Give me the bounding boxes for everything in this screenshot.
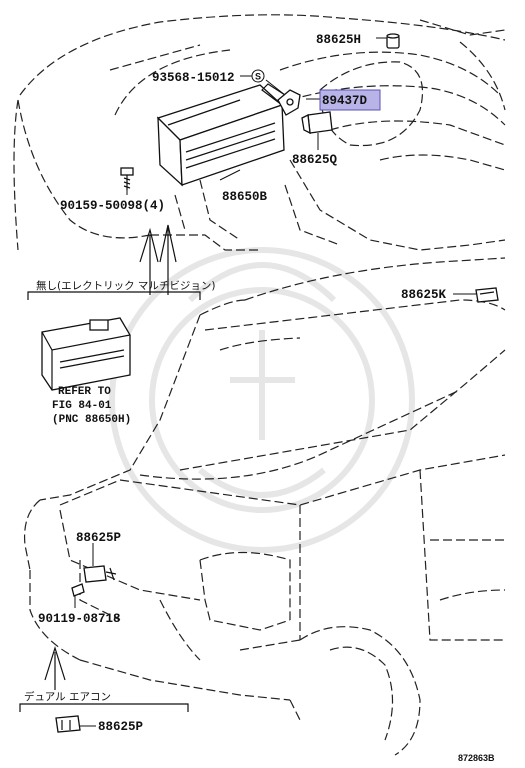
part-88625h[interactable] [386,33,400,49]
highlight-box-89437d [319,89,381,111]
watermark-logo [109,247,415,553]
label-88650b[interactable]: 88650B [222,190,268,204]
reference-ecu-88650h [41,317,131,391]
part-88625p-bottom[interactable] [55,715,81,733]
note-bracket-dual-aircon [19,703,189,712]
screw-symbol-letter: S [255,72,261,82]
dashboard-outline [13,14,506,251]
bolt-90159[interactable] [120,167,134,190]
note-bracket-emv [27,291,201,300]
note-refer-line2[interactable]: FIG 84-01 [52,400,112,412]
label-93568-15012[interactable]: 93568-15012 [152,71,235,85]
label-88625h[interactable]: 88625H [316,33,361,47]
label-88625p-top[interactable]: 88625P [76,531,121,545]
label-90159-50098[interactable]: 90159-50098(4) [60,199,165,213]
part-88625q[interactable] [301,111,333,135]
label-88625p-bottom[interactable]: 88625P [98,720,143,734]
label-90119-08718[interactable]: 90119-08718 [38,612,121,626]
label-89437d[interactable]: 89437D [322,94,368,108]
screw-symbol: S [251,69,265,83]
arrow-indicators [44,224,177,690]
ecu-88650b[interactable] [156,83,286,187]
note-without-emv: 無し(エレクトリック マルチビジョン) [36,279,216,292]
part-88625k[interactable] [475,287,499,303]
note-dual-aircon: デュアル エアコン [24,690,111,703]
label-88625q[interactable]: 88625Q [292,153,338,167]
note-refer-line3: (PNC 88650H) [52,414,131,426]
part-88625p-vehicle[interactable] [71,565,117,597]
leader-lines [74,37,476,727]
note-refer-line1: REFER TO [58,386,111,398]
label-88625k[interactable]: 88625K [401,288,447,302]
bracket-89437d[interactable] [277,89,301,116]
diagram-id: 872863B [458,753,495,763]
